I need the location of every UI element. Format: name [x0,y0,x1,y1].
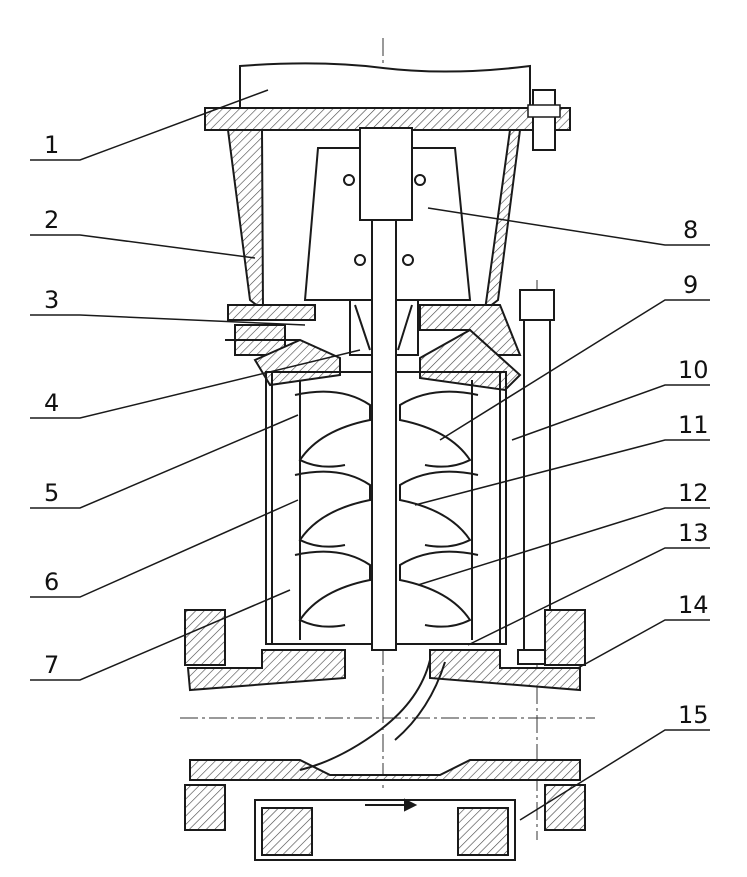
callout-3: 3 [44,286,59,314]
callout-9: 9 [683,271,698,299]
impeller-stages [294,380,479,640]
tie-bolt [517,289,557,665]
callout-14: 14 [678,591,709,619]
callout-15: 15 [678,701,709,729]
callout-4: 4 [44,389,59,417]
callout-12: 12 [678,479,709,507]
callout-13: 13 [678,519,709,547]
callout-labels-left: 1 2 3 4 5 6 7 [44,131,59,679]
callout-11: 11 [678,411,709,439]
callout-5: 5 [44,479,59,507]
callout-8: 8 [683,216,698,244]
callout-6: 6 [44,568,59,596]
callout-1: 1 [44,131,59,159]
pump-base [184,609,586,831]
motor-block [239,62,531,119]
shaft [371,219,397,651]
callout-labels-right: 8 9 10 11 12 13 14 15 [678,216,709,729]
callout-7: 7 [44,651,59,679]
motor-flange [204,89,571,151]
callout-2: 2 [44,206,59,234]
callout-10: 10 [678,356,709,384]
leader-lines [30,89,710,821]
pump-foot [254,798,516,861]
pump-head [253,328,522,392]
